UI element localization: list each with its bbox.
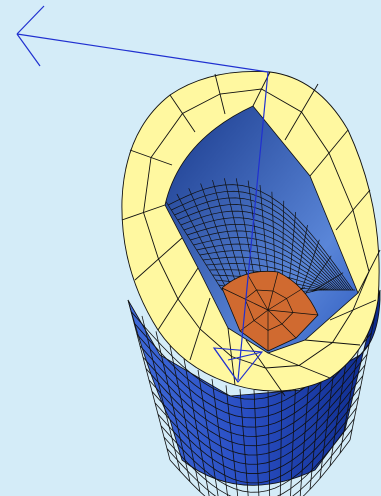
- inner-wall-ring: [183, 217, 343, 291]
- outer-wall-ring: [154, 386, 362, 474]
- outer-wall-ring: [169, 439, 351, 496]
- outer-wall-ring: [163, 418, 355, 496]
- inner-wall-ring: [171, 190, 352, 291]
- outer-wall-ring: [157, 396, 359, 484]
- outer-wall-ring: [139, 332, 372, 428]
- outer-wall-ring: [145, 354, 368, 447]
- inner-wall-ring: [180, 210, 345, 291]
- outer-wall-ring: [151, 375, 364, 465]
- inner-wall-ring: [190, 230, 339, 291]
- rim-ring: [143, 88, 370, 369]
- axis-triad-icon: [212, 347, 264, 383]
- outer-wall: [127, 289, 381, 496]
- inner-wall-ring: [177, 204, 348, 291]
- inner-cavity: [164, 105, 359, 354]
- outer-wall-ring: [142, 343, 370, 437]
- arrow-icon: [16, 5, 269, 381]
- inner-wall-ring: [174, 197, 350, 291]
- outer-wall-ring: [160, 407, 357, 493]
- inner-wall-ring: [206, 263, 329, 291]
- inner-wall-ring: [199, 250, 333, 291]
- outer-wall-ring: [148, 364, 366, 456]
- inner-wall-ring: [187, 224, 341, 291]
- inner-wall-ring: [193, 237, 337, 291]
- inner-wall-ring: [202, 256, 331, 291]
- bottom-ring: [244, 289, 294, 331]
- inner-wall-ring: [196, 243, 335, 291]
- outer-wall-ring: [166, 429, 353, 496]
- inner-wall-ring: [168, 184, 354, 291]
